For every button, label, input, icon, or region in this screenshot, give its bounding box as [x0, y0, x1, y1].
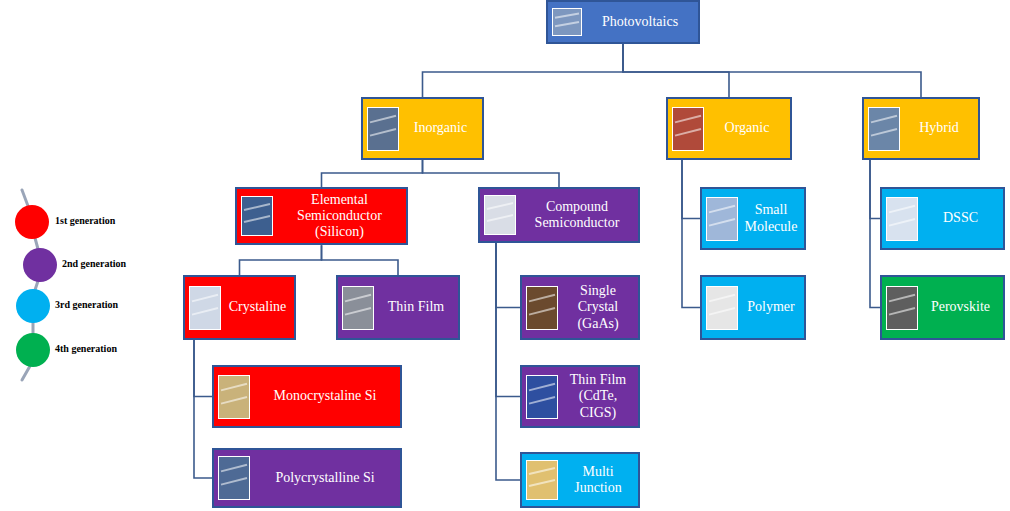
node-label: Hybrid — [904, 120, 974, 136]
node-icon — [672, 107, 704, 151]
legend-label: 4th generation — [55, 343, 117, 354]
category-box: Organic — [666, 97, 792, 160]
category-box: Inorganic — [361, 97, 484, 160]
node-label: Thin Film (CdTe, CIGS) — [562, 372, 634, 420]
node-label: Compound Semiconductor — [520, 199, 634, 231]
node-label: Polymer — [742, 299, 800, 315]
text-column: Photovoltaics — [586, 14, 694, 30]
tree-connector — [623, 44, 921, 97]
class-box: Elemental Semiconductor (Silicon) — [235, 187, 408, 245]
type-box: Polymer — [700, 275, 806, 340]
type-box: Crystaline — [183, 275, 296, 340]
tree-connector — [682, 160, 700, 219]
text-column: Inorganic — [403, 120, 478, 136]
node-icon — [706, 286, 738, 330]
node-icon — [218, 375, 250, 419]
tree-connector — [423, 160, 560, 187]
tree-connector — [870, 160, 880, 219]
node-icon — [526, 375, 558, 419]
text-column: Compound Semiconductor — [520, 199, 634, 231]
node-label: Single Crystal (GaAs) — [562, 283, 634, 331]
text-column: Elemental Semiconductor (Silicon) — [277, 192, 402, 240]
text-column: Organic — [708, 120, 786, 136]
node-label: Small Molecule — [742, 202, 800, 234]
tree-connector — [240, 245, 322, 275]
text-column: Polycrystalline Si — [254, 470, 396, 486]
tree-connector — [870, 160, 880, 308]
text-column: DSSC — [922, 210, 999, 226]
node-icon — [526, 460, 558, 500]
node-icon — [552, 8, 582, 36]
root-box: Photovoltaics — [546, 0, 700, 44]
node-icon — [241, 196, 273, 236]
node-icon — [189, 286, 221, 330]
legend-swatch — [16, 289, 50, 323]
type-box: Single Crystal (GaAs) — [520, 275, 640, 340]
node-label: Polycrystalline Si — [254, 470, 396, 486]
legend-swatch — [16, 333, 50, 367]
category-box: Hybrid — [862, 97, 980, 160]
type-box: Monocrystaline Si — [212, 365, 402, 428]
text-column: Single Crystal (GaAs) — [562, 283, 634, 331]
legend-swatch — [15, 205, 49, 239]
legend-label: 1st generation — [55, 215, 115, 226]
text-column: Polymer — [742, 299, 800, 315]
node-label: Elemental Semiconductor (Silicon) — [277, 192, 402, 240]
node-icon — [342, 286, 374, 330]
text-column: Multi Junction — [562, 464, 634, 496]
chain-link — [22, 190, 28, 206]
text-column: Thin Film (CdTe, CIGS) — [562, 372, 634, 420]
text-column: Thin Film — [378, 299, 454, 315]
node-label: Monocrystaline Si — [254, 388, 396, 404]
node-icon — [484, 195, 516, 235]
node-label: Thin Film — [378, 299, 454, 315]
class-box: Compound Semiconductor — [478, 187, 640, 243]
tree-connector — [423, 44, 624, 97]
node-label: Photovoltaics — [586, 14, 694, 30]
type-box: Polycrystalline Si — [212, 448, 402, 508]
type-box: Multi Junction — [520, 452, 640, 508]
tree-connector — [194, 340, 212, 397]
tree-connector — [194, 340, 212, 478]
tree-connector — [322, 160, 423, 187]
text-column: Small Molecule — [742, 202, 800, 234]
node-icon — [367, 107, 399, 151]
node-icon — [218, 456, 250, 500]
type-box: Small Molecule — [700, 187, 806, 250]
node-icon — [886, 197, 918, 241]
node-label: DSSC — [922, 210, 999, 226]
text-column: Crystaline — [225, 299, 290, 315]
tree-connector — [623, 44, 729, 97]
node-icon — [868, 107, 900, 151]
tree-connector — [496, 243, 520, 480]
legend-swatch — [23, 248, 57, 282]
text-column: Hybrid — [904, 120, 974, 136]
text-column: Monocrystaline Si — [254, 388, 396, 404]
node-icon — [706, 197, 738, 241]
node-label: Perovskite — [922, 299, 999, 315]
node-label: Multi Junction — [562, 464, 634, 496]
type-box: DSSC — [880, 187, 1005, 250]
node-label: Inorganic — [403, 120, 478, 136]
node-label: Crystaline — [225, 299, 290, 315]
tree-connector — [682, 160, 700, 308]
tree-connector — [496, 243, 520, 308]
type-box: Thin Film — [336, 275, 460, 340]
node-label: Organic — [708, 120, 786, 136]
chain-link — [22, 366, 30, 380]
node-icon — [526, 286, 558, 330]
node-icon — [886, 286, 918, 330]
type-box: Thin Film (CdTe, CIGS) — [520, 365, 640, 428]
legend-label: 3rd generation — [55, 299, 118, 310]
text-column: Perovskite — [922, 299, 999, 315]
tree-connector — [496, 243, 520, 397]
type-box: Perovskite — [880, 275, 1005, 340]
legend-label: 2nd generation — [62, 258, 126, 269]
tree-connector — [322, 245, 399, 275]
